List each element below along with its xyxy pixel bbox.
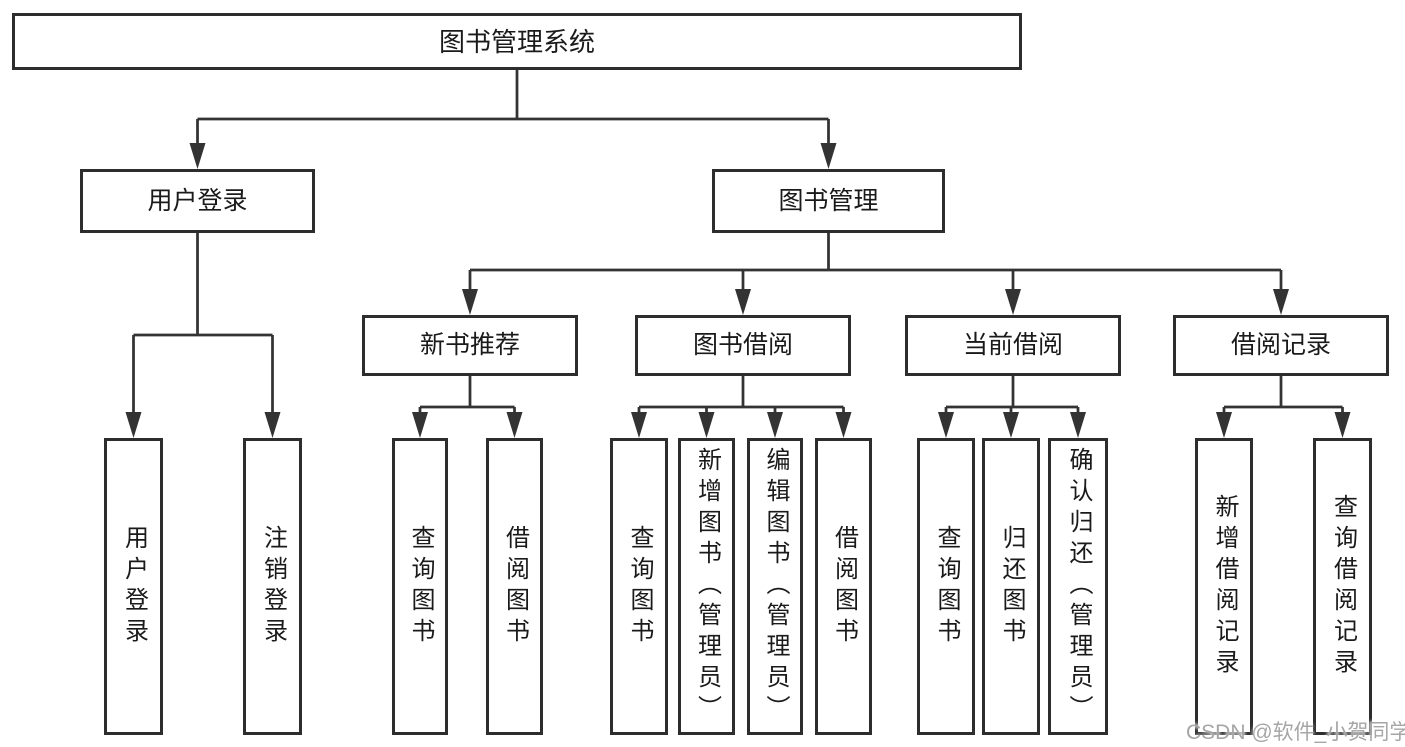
node-book-management: 图书管理: [712, 169, 945, 233]
leaf-query-books-3-label: 查询图书: [933, 524, 960, 649]
leaf-query-books-2: 查询图书: [610, 438, 668, 735]
node-library-system: 图书管理系统: [12, 13, 1022, 70]
leaf-add-borrow-record-label: 新增借阅记录: [1211, 493, 1238, 680]
arrowhead-icons: [125, 143, 1351, 438]
leaf-user-login: 用户登录: [104, 438, 163, 735]
leaf-logout: 注销登录: [243, 438, 302, 735]
edge-userlogin-to-leaves: [132, 233, 274, 419]
node-current-borrow: 当前借阅: [905, 315, 1121, 376]
leaf-borrow-books-1-label: 借阅图书: [501, 524, 529, 649]
edge-newbookrec-to-leaves: [418, 376, 516, 419]
leaf-logout-label: 注销登录: [259, 524, 287, 649]
edge-root-to-level2: [196, 70, 830, 150]
leaf-return-book-label: 归还图书: [998, 524, 1025, 649]
node-borrow-records: 借阅记录: [1173, 315, 1389, 376]
leaf-user-login-label: 用户登录: [120, 524, 148, 649]
leaf-query-borrow-record-label: 查询借阅记录: [1329, 493, 1357, 680]
csdn-watermark: CSDN @软件_小贺同学: [1186, 721, 1405, 744]
leaf-query-books-1-label: 查询图书: [407, 524, 434, 649]
node-library-system-label: 图书管理系统: [438, 26, 595, 57]
leaf-add-borrow-record: 新增借阅记录: [1195, 438, 1253, 735]
node-current-borrow-label: 当前借阅: [962, 331, 1063, 359]
node-new-book-recommend: 新书推荐: [362, 315, 578, 376]
leaf-borrow-books-2: 借阅图书: [815, 438, 872, 735]
node-book-management-label: 图书管理: [778, 186, 879, 215]
edge-bookmgmt-to-level3: [468, 233, 1283, 296]
leaf-query-books-1: 查询图书: [392, 438, 448, 735]
leaf-borrow-books-2-label: 借阅图书: [830, 524, 858, 649]
leaf-edit-book-admin-label: 编辑图书（管理员）: [762, 447, 789, 726]
leaf-add-book-admin-label: 新增图书（管理员）: [693, 447, 721, 726]
leaf-confirm-return-admin-label: 确认归还（管理员）: [1065, 447, 1092, 726]
node-borrow-records-label: 借阅记录: [1230, 331, 1331, 359]
leaf-add-book-admin: 新增图书（管理员）: [678, 438, 735, 735]
edge-borrowrecords-to-leaves: [1222, 376, 1344, 419]
leaf-query-borrow-record: 查询借阅记录: [1313, 438, 1372, 735]
node-book-borrow-label: 图书借阅: [692, 331, 793, 359]
edge-bookborrow-to-leaves: [637, 376, 845, 419]
leaf-query-books-2-label: 查询图书: [626, 524, 653, 649]
leaf-return-book: 归还图书: [982, 438, 1040, 735]
leaf-query-books-3: 查询图书: [917, 438, 975, 735]
node-new-book-recommend-label: 新书推荐: [419, 331, 520, 359]
leaf-borrow-books-1: 借阅图书: [486, 438, 543, 735]
leaf-confirm-return-admin: 确认归还（管理员）: [1048, 438, 1108, 735]
node-user-login: 用户登录: [80, 169, 315, 233]
node-book-borrow: 图书借阅: [635, 315, 851, 376]
leaf-edit-book-admin: 编辑图书（管理员）: [747, 438, 803, 735]
node-user-login-label: 用户登录: [147, 186, 248, 215]
